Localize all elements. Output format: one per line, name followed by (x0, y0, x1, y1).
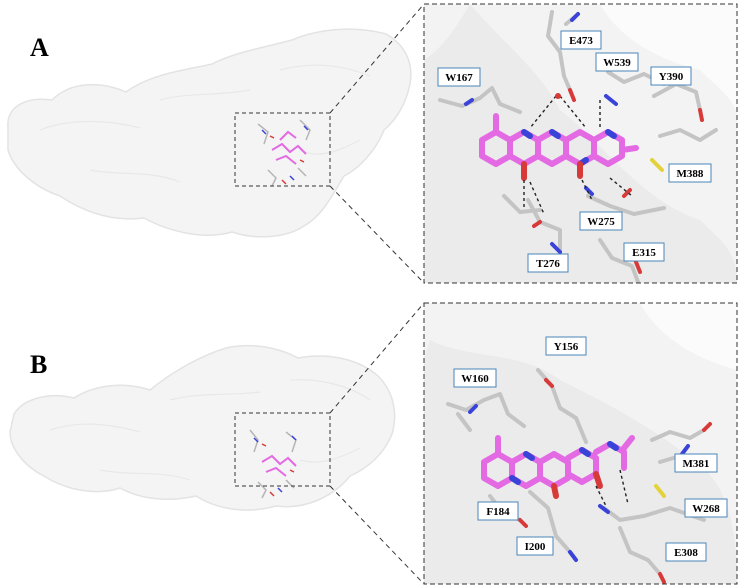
panel-a-letter: A (30, 33, 49, 62)
protein-surface-a (7, 28, 412, 238)
connector-a-bottom (329, 185, 425, 284)
svg-text:W167: W167 (445, 72, 473, 84)
mini-ligand-b (249, 429, 297, 499)
svg-text:E308: E308 (674, 547, 698, 559)
residue-label-e308: E308 (665, 542, 707, 562)
svg-text:W160: W160 (461, 373, 489, 385)
residue-label-e315: E315 (623, 242, 665, 262)
svg-text:M388: M388 (677, 168, 704, 180)
mini-ligand-a (257, 119, 311, 187)
svg-text:W275: W275 (587, 216, 615, 228)
connector-a-top (329, 3, 425, 114)
residue-label-w539: W539 (595, 52, 639, 72)
svg-text:E473: E473 (569, 35, 593, 47)
residue-label-w268: W268 (684, 498, 728, 518)
residue-label-w275: W275 (579, 211, 623, 231)
residue-label-m388: M388 (668, 163, 712, 183)
svg-text:Y390: Y390 (659, 71, 684, 83)
svg-text:F184: F184 (486, 506, 510, 518)
zoom-panel-a-frame (423, 3, 738, 284)
panel-b-letter: B (30, 350, 47, 379)
svg-text:T276: T276 (536, 258, 560, 270)
connector-b-top (329, 302, 425, 414)
svg-text:I200: I200 (525, 541, 546, 553)
svg-text:E315: E315 (632, 247, 656, 259)
residue-label-m381: M381 (674, 453, 718, 473)
zoom-panel-a (424, 4, 737, 283)
residue-label-w160: W160 (453, 368, 497, 388)
panel-b: B (9, 302, 738, 585)
residue-label-i200: I200 (516, 536, 554, 556)
panel-a: A (7, 3, 738, 284)
connector-b-bottom (329, 485, 425, 585)
residue-label-f184: F184 (477, 501, 519, 521)
zoom-panel-b-frame (423, 302, 738, 585)
residue-label-y390: Y390 (650, 66, 692, 86)
protein-surface-b (9, 344, 396, 511)
residue-label-w167: W167 (437, 67, 481, 87)
residue-label-e473: E473 (560, 30, 602, 50)
svg-text:M381: M381 (683, 458, 710, 470)
svg-text:Y156: Y156 (554, 341, 579, 353)
residue-label-t276: T276 (527, 253, 569, 273)
residue-label-y156: Y156 (545, 336, 587, 356)
svg-text:W539: W539 (603, 57, 631, 69)
svg-text:W268: W268 (692, 503, 720, 515)
